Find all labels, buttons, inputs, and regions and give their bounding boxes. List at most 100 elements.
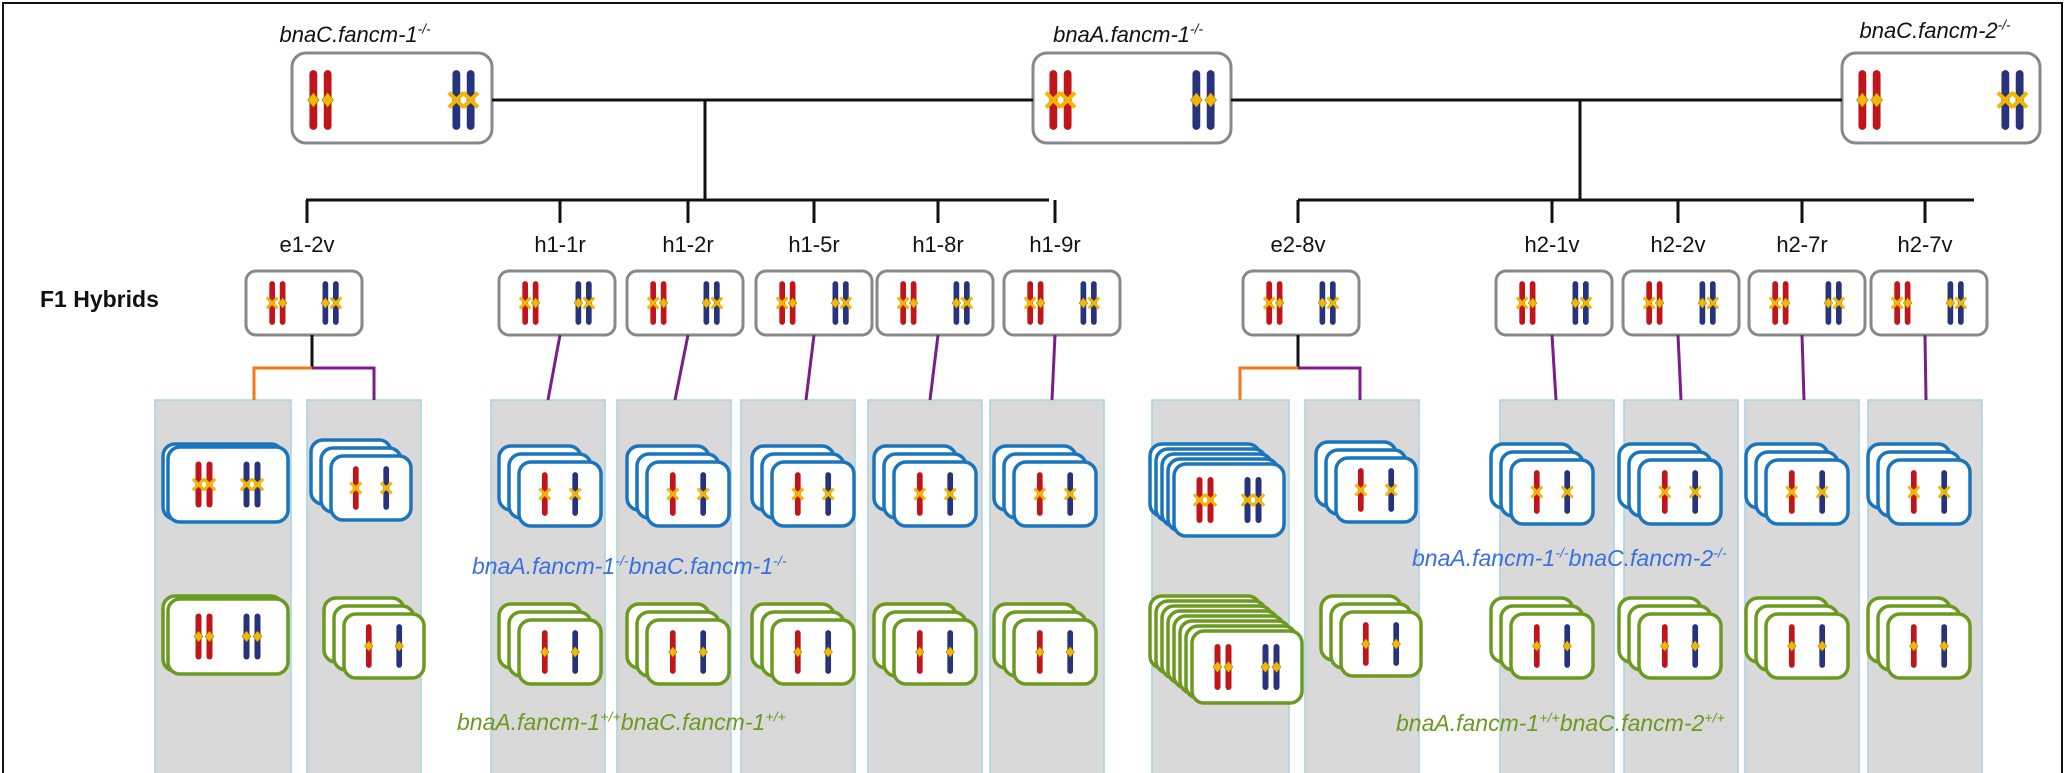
progeny-stack-wildtype <box>322 596 426 680</box>
blue-allele-marker <box>447 91 466 109</box>
progeny-stack-mutant <box>1744 442 1850 526</box>
hybrid-box <box>625 269 745 337</box>
branch-purple <box>1550 334 1558 401</box>
blue-allele-marker <box>379 481 393 495</box>
progeny-card <box>342 612 426 680</box>
red-allele-marker <box>1530 485 1544 499</box>
blue-allele-marker <box>241 630 252 643</box>
hybrid-label: h2-7r <box>1776 232 1827 257</box>
progeny-card <box>517 460 603 528</box>
red-allele-marker <box>1033 487 1047 501</box>
row-label: F1 Hybrids <box>40 286 159 312</box>
progeny-stack-mutant <box>1489 442 1595 526</box>
progeny-stack-wildtype <box>1319 594 1423 678</box>
red-allele-marker <box>191 477 206 492</box>
red-allele-marker <box>202 477 217 492</box>
blue-allele-marker <box>2010 91 2029 109</box>
red-allele-marker <box>1870 92 1883 108</box>
blue-allele-marker <box>1823 297 1834 309</box>
red-allele-marker <box>1907 485 1921 499</box>
progeny-stack-wildtype <box>497 602 603 686</box>
red-allele-marker <box>915 646 925 658</box>
blue-allele-marker <box>943 487 957 501</box>
blue-allele-marker <box>1832 296 1846 310</box>
blue-allele-marker <box>1190 92 1203 108</box>
red-allele-marker <box>1856 92 1869 108</box>
parent-box <box>1031 51 1233 145</box>
red-allele-marker <box>204 630 215 643</box>
progeny-card <box>892 618 978 686</box>
f1-hybrid-h2-1v: h2-1v <box>1494 232 1614 337</box>
blue-allele-marker <box>1087 296 1101 310</box>
red-allele-marker <box>1361 638 1371 650</box>
blue-allele-marker <box>250 477 265 492</box>
blue-allele-marker <box>573 297 584 309</box>
progeny-card <box>1012 460 1098 528</box>
red-allele-marker <box>193 630 204 643</box>
red-allele-marker <box>1890 296 1904 310</box>
blue-allele-marker <box>1688 485 1702 499</box>
blue-allele-marker <box>1945 297 1956 309</box>
red-allele-marker <box>265 296 279 310</box>
genotype-label: bnaA.fancm-1+/+bnaC.fancm-2+/+ <box>1396 710 1725 736</box>
progeny-stack-wildtype <box>992 602 1098 686</box>
progeny-card <box>1509 612 1595 680</box>
genotype-label: bnaA.fancm-1-/-bnaC.fancm-1-/- <box>472 553 787 579</box>
progeny-stack-mutant <box>1617 442 1723 526</box>
progeny-card <box>517 618 603 686</box>
progeny-card <box>1637 612 1723 680</box>
progeny-card <box>1637 458 1723 526</box>
hybrid-label: e2-8v <box>1270 232 1325 257</box>
branch-purple <box>673 334 690 401</box>
red-allele-marker <box>518 296 532 310</box>
hybrid-box <box>1621 269 1741 337</box>
red-allele-marker <box>1192 493 1207 507</box>
blue-allele-marker <box>1204 92 1217 108</box>
blue-allele-marker <box>839 296 853 310</box>
hybrid-box <box>497 269 617 337</box>
blue-allele-marker <box>1065 646 1075 658</box>
f1-hybrid-h1-2r: h1-2r <box>625 232 745 337</box>
hybrid-box <box>1747 269 1867 337</box>
progeny-card <box>1190 629 1304 705</box>
progeny-card <box>1012 618 1098 686</box>
red-allele-marker <box>793 646 803 658</box>
blue-allele-marker <box>710 296 724 310</box>
hybrid-label: h2-2v <box>1650 232 1705 257</box>
progeny-stack-wildtype <box>1744 596 1850 680</box>
blue-allele-marker <box>1391 638 1401 650</box>
blue-allele-marker <box>1562 640 1572 652</box>
red-allele-marker <box>1902 297 1913 309</box>
progeny-stack-mutant <box>750 444 856 528</box>
hybrid-label: h1-8r <box>912 232 963 257</box>
red-allele-marker <box>1780 297 1791 309</box>
red-allele-marker <box>668 646 678 658</box>
red-allele-marker <box>896 296 910 310</box>
progeny-stack-wildtype <box>161 594 290 676</box>
red-allele-marker <box>1787 640 1797 652</box>
red-allele-marker <box>646 296 660 310</box>
progeny-card <box>1172 462 1286 538</box>
branch-purple <box>1923 334 1928 401</box>
blue-allele-marker <box>1954 296 1968 310</box>
f1-hybrid-e2-8v: e2-8v <box>1241 232 1361 337</box>
red-allele-marker <box>1044 91 1063 109</box>
red-allele-marker <box>530 297 541 309</box>
progeny-stack-wildtype <box>1617 596 1723 680</box>
f1-hybrid-h1-9r: h1-9r <box>1002 232 1122 337</box>
blue-allele-marker <box>1937 485 1951 499</box>
parent-bnaA.fancm-1 <box>1031 51 1233 145</box>
red-allele-marker <box>540 646 550 658</box>
blue-allele-marker <box>1706 296 1720 310</box>
red-allele-marker <box>1654 297 1665 309</box>
blue-allele-marker <box>1271 660 1282 674</box>
blue-allele-marker <box>239 477 254 492</box>
progeny-card <box>645 618 731 686</box>
branch-orange <box>252 366 312 400</box>
blue-allele-marker <box>1996 91 2015 109</box>
genotype-label: bnaA.fancm-1+/+bnaC.fancm-1+/+ <box>457 709 786 735</box>
blue-allele-marker <box>1939 640 1949 652</box>
blue-allele-marker <box>1570 297 1581 309</box>
